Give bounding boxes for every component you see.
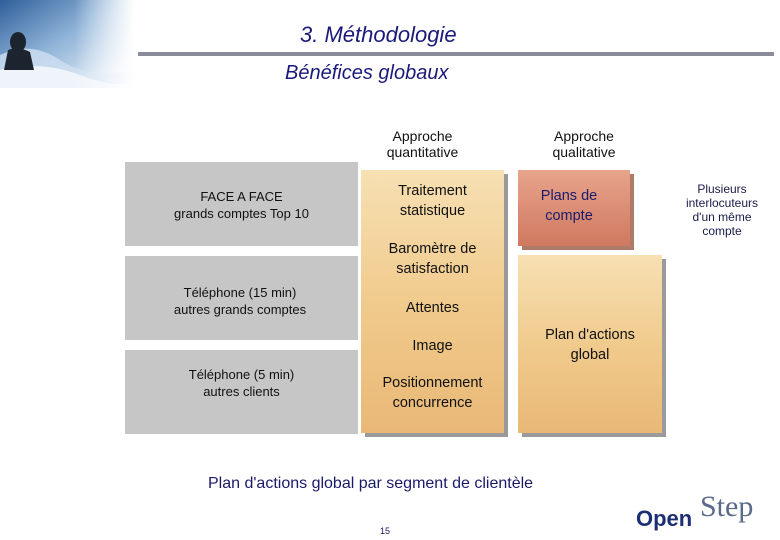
logo-open: Open [636,506,692,532]
cell-barometre-satisfaction: Baromètre de satisfaction [361,239,504,279]
cell-line2: satisfaction [361,259,504,279]
column-header-quantitative: Approche quantitative [361,128,484,160]
column-header-qualitative: Approche qualitative [524,128,644,160]
cell-attentes: Attentes [361,298,504,318]
row-label-telephone-5: Téléphone (5 min) autres clients [125,366,358,400]
row-label-line1: Téléphone (15 min) [100,284,380,301]
cell-line1: Traitement [361,181,504,201]
row-label-line1: Téléphone (5 min) [125,366,358,383]
title-divider [138,52,774,56]
column-header-qual-line1: Approche [524,128,644,144]
page-title: 3. Méthodologie [300,22,780,48]
cell-image: Image [361,336,504,356]
openstep-logo: Open Step [636,494,770,534]
cell-line1: Plan d'actions [518,325,662,345]
logo-step: Step [700,490,753,524]
row-label-line2: autres clients [125,383,358,400]
column-header-quant-line2: quantitative [361,144,484,160]
cell-line2: global [518,345,662,365]
row-label-telephone-15: Téléphone (15 min) autres grands comptes [100,284,380,318]
cell-traitement-statistique: Traitement statistique [361,181,504,221]
side-note-line4: compte [672,224,772,238]
side-note-line1: Plusieurs [672,182,772,196]
side-note-line2: interlocuteurs [672,196,772,210]
column-header-qual-line2: qualitative [524,144,644,160]
page-number: 15 [380,526,390,536]
row-label-line1: FACE A FACE [125,188,358,205]
side-note-line3: d'un même [672,210,772,224]
cell-line1: Baromètre de [361,239,504,259]
side-note: Plusieurs interlocuteurs d'un même compt… [672,182,772,238]
cell-line2: statistique [361,201,504,221]
row-label-face-a-face: FACE A FACE grands comptes Top 10 [125,188,358,222]
page-subtitle: Bénéfices globaux [285,62,780,85]
cell-line1: Positionnement [361,373,504,393]
header-photo [0,0,135,88]
column-header-quant-line1: Approche [361,128,484,144]
row-label-line2: grands comptes Top 10 [125,205,358,222]
cell-positionnement-concurrence: Positionnement concurrence [361,373,504,413]
cell-line2: concurrence [361,393,504,413]
cell-line2: compte [518,206,620,226]
cell-plan-actions-global: Plan d'actions global [518,325,662,365]
row-label-line2: autres grands comptes [100,301,380,318]
footer-caption: Plan d'actions global par segment de cli… [208,475,533,493]
cell-plans-de-compte: Plans de compte [518,186,620,226]
cell-line1: Plans de [518,186,620,206]
